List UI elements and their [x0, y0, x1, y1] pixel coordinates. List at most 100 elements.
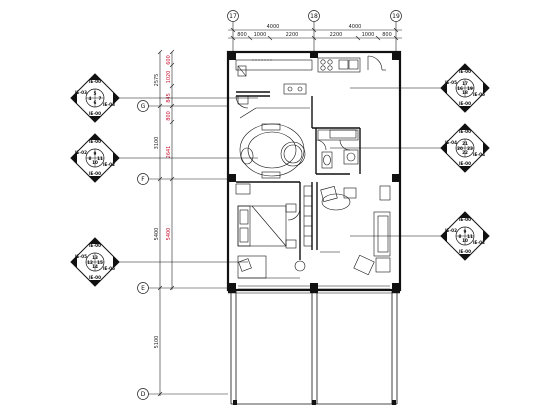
structural-columns	[228, 52, 400, 405]
dim-top-major-1: 4000	[267, 24, 280, 30]
svg-text:D: D	[141, 391, 146, 398]
tag-number: 17	[462, 81, 468, 86]
tag-code: IE-03	[103, 102, 115, 107]
tag-number: 11	[97, 156, 103, 161]
left-dimension-group	[148, 49, 228, 397]
living-area	[320, 185, 391, 276]
tag-code: IE-05	[75, 254, 87, 259]
dim-left-inner-4: 800	[166, 111, 172, 121]
tag-code: IE-04	[445, 140, 457, 145]
axis-bubble-18: 18	[308, 10, 320, 22]
svg-text:G: G	[141, 103, 146, 110]
tag-code: IE-00	[89, 171, 101, 176]
tag-corner-mark	[459, 124, 471, 130]
tag-corner-mark	[459, 166, 471, 172]
tag-corner-mark	[459, 212, 471, 218]
axis-bubble-f: F	[137, 173, 149, 185]
tag-corner-mark	[71, 92, 77, 104]
axis-bubble-19: 19	[390, 10, 402, 22]
tag-corner-mark	[113, 92, 119, 104]
dim-left-outer-1: 2575	[154, 74, 160, 87]
tag-code: IE-03	[75, 90, 87, 95]
tag-number: 6	[94, 100, 97, 105]
tag-corner-mark	[441, 82, 447, 94]
tag-number: 8	[459, 234, 462, 239]
tag-corner-mark	[113, 256, 119, 268]
tag-code: IE-00	[89, 243, 101, 248]
tag-code: IE-05	[103, 266, 115, 271]
tag-corner-mark	[89, 238, 101, 244]
dim-left-inner-2: 1020	[166, 71, 172, 84]
tag-corner-mark	[459, 64, 471, 70]
tag-corner-mark	[89, 280, 101, 286]
tag-corner-mark	[89, 176, 101, 182]
tag-corner-mark	[441, 230, 447, 242]
top-dimension-group	[228, 22, 402, 58]
study-corner	[237, 255, 306, 279]
tag-code: IE-05	[445, 80, 457, 85]
svg-text:E: E	[141, 285, 145, 292]
tag-number: 9	[94, 151, 97, 156]
tag-number: 7	[99, 96, 102, 101]
svg-text:19: 19	[392, 13, 400, 20]
tag-number: 10	[462, 238, 468, 243]
tag-number: 19	[467, 86, 473, 91]
dim-top-minor-3: 2200	[286, 32, 299, 38]
tag-corner-mark	[483, 82, 489, 94]
interior-walls	[236, 91, 361, 260]
tag-number: 10	[92, 160, 98, 165]
tag-corner-mark	[459, 254, 471, 260]
dim-top-major-2: 4000	[349, 24, 362, 30]
tag-number: 22	[462, 150, 468, 155]
tag-number: 9	[464, 229, 467, 234]
tag-number: 15	[97, 260, 103, 265]
dining-area	[239, 107, 310, 179]
tag-corner-mark	[441, 142, 447, 154]
dim-left-inner-6: 5400	[166, 228, 172, 241]
tag-code: IE-02	[103, 162, 115, 167]
tag-code: IE-00	[89, 79, 101, 84]
tag-number: 23	[467, 146, 473, 151]
svg-text:18: 18	[310, 13, 318, 20]
svg-text:17: 17	[229, 13, 237, 20]
tag-number: 8	[89, 156, 92, 161]
tag-code: IE-00	[459, 161, 471, 166]
bedroom	[235, 183, 313, 249]
dim-top-minor-6: 800	[382, 32, 392, 38]
tag-number: 12	[87, 260, 93, 265]
dim-left-inner-1: 600	[166, 55, 172, 65]
tag-code: IE-00	[89, 139, 101, 144]
tag-corner-mark	[113, 152, 119, 164]
axis-bubble-e: E	[137, 282, 149, 294]
kitchen-fixtures	[237, 83, 307, 105]
tag-code: IE-00	[459, 69, 471, 74]
dim-left-outer-3: 5400	[154, 228, 160, 241]
tag-corner-mark	[71, 256, 77, 268]
bathroom	[317, 129, 359, 169]
dim-left-outer-2: 3100	[154, 137, 160, 150]
tag-code: IE-02	[445, 228, 457, 233]
tag-corner-mark	[483, 142, 489, 154]
tag-code: IE-02	[75, 150, 87, 155]
dim-top-minor-4: 2200	[330, 32, 343, 38]
axis-bubble-g: G	[137, 100, 149, 112]
tag-code: IE-00	[459, 129, 471, 134]
tag-code: IE-00	[89, 111, 101, 116]
tag-number: 11	[467, 234, 473, 239]
tag-code: IE-00	[459, 217, 471, 222]
tag-code: IE-05	[473, 92, 485, 97]
tag-code: IE-02	[473, 240, 485, 245]
tag-corner-mark	[483, 230, 489, 242]
tag-code: IE-00	[89, 275, 101, 280]
tag-corner-mark	[459, 106, 471, 112]
tag-number: 18	[462, 90, 468, 95]
balcony-railing	[238, 285, 390, 290]
tag-corner-mark	[89, 116, 101, 122]
